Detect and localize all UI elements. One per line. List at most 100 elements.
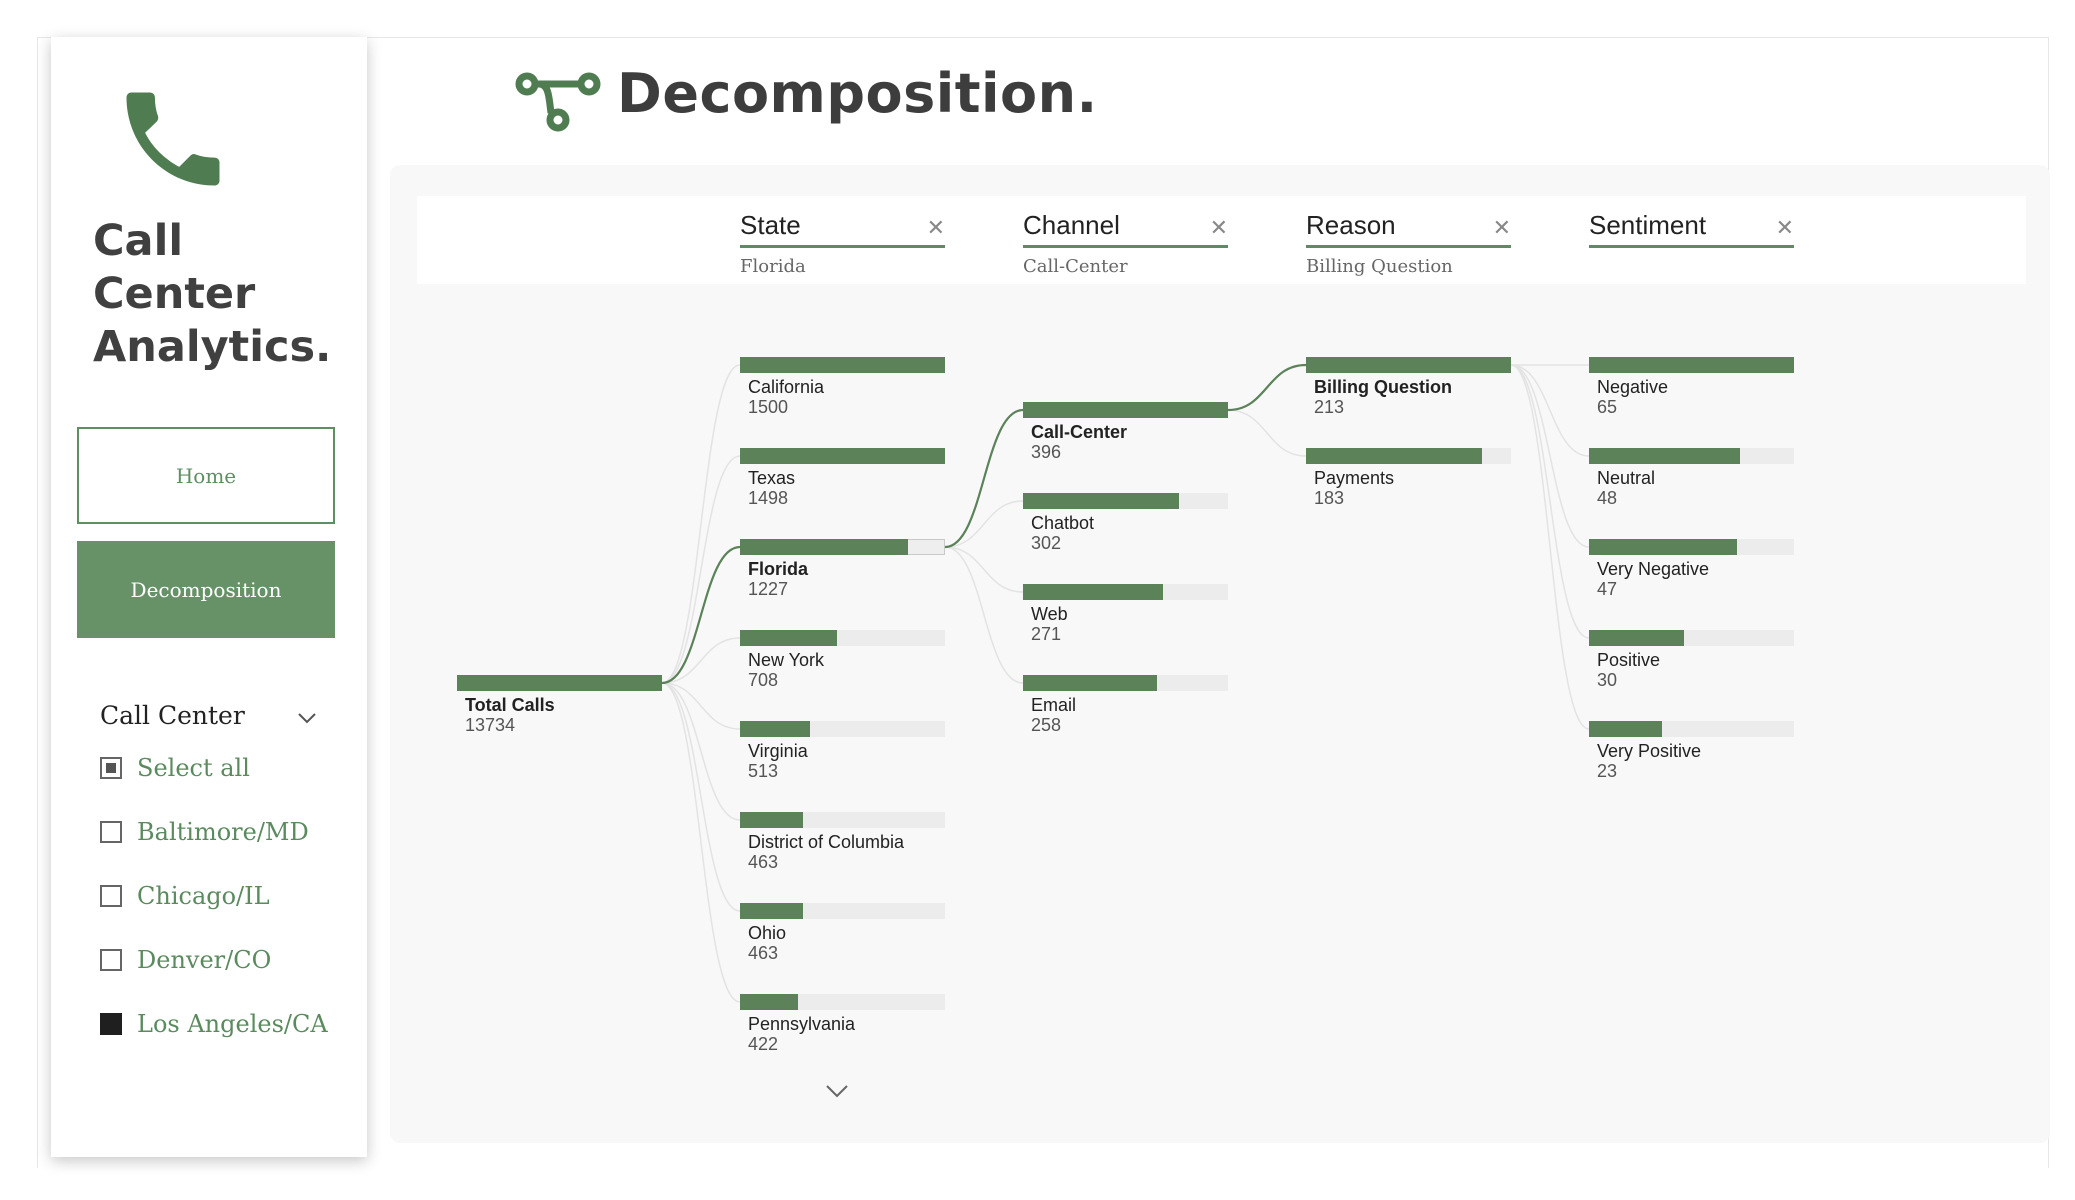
node-value: 48 bbox=[1597, 488, 1618, 508]
node-bar bbox=[1306, 357, 1511, 373]
checkbox[interactable] bbox=[100, 949, 122, 971]
node-label: District of Columbia bbox=[748, 832, 905, 852]
node-label: Billing Question bbox=[1314, 377, 1452, 397]
slicer-item-baltimore[interactable]: Baltimore/MD bbox=[100, 817, 309, 847]
node-value: 463 bbox=[748, 943, 779, 963]
page-title: Decomposition. bbox=[617, 62, 1098, 125]
node-bar-track bbox=[740, 539, 945, 555]
node-bar bbox=[740, 630, 837, 646]
node-value: 30 bbox=[1597, 670, 1618, 690]
node-bar-track bbox=[1306, 448, 1511, 464]
nav-home-button[interactable]: Home bbox=[77, 427, 335, 524]
chevron-down-icon[interactable] bbox=[825, 1083, 849, 1099]
slicer-item-los-angeles[interactable]: Los Angeles/CA bbox=[100, 1009, 328, 1039]
checkbox[interactable] bbox=[100, 1013, 122, 1035]
node-value: 183 bbox=[1314, 488, 1345, 508]
node-label: Payments bbox=[1314, 468, 1395, 488]
tree-connectors bbox=[661, 363, 1590, 1003]
node-bar bbox=[740, 357, 945, 373]
slicer-item-chicago[interactable]: Chicago/IL bbox=[100, 881, 270, 911]
node-bar-track bbox=[1589, 357, 1794, 373]
nav-decomposition-button[interactable]: Decomposition bbox=[77, 541, 335, 638]
node-bar-track bbox=[740, 812, 945, 828]
connector bbox=[1510, 364, 1590, 730]
node-bar bbox=[1023, 493, 1179, 509]
connector bbox=[661, 637, 741, 684]
level-header-sentiment: Sentiment ✕ bbox=[1589, 210, 1794, 256]
connector bbox=[1510, 364, 1590, 548]
node-label: Neutral bbox=[1597, 468, 1656, 488]
node-value: 302 bbox=[1031, 533, 1062, 553]
node-value: 1498 bbox=[748, 488, 789, 508]
node-bar bbox=[1023, 584, 1163, 600]
node-value: 271 bbox=[1031, 624, 1062, 644]
active-connector bbox=[944, 408, 1024, 549]
node-value: 513 bbox=[748, 761, 779, 781]
connector bbox=[661, 682, 741, 730]
node-bar bbox=[740, 994, 798, 1010]
close-icon[interactable]: ✕ bbox=[1209, 215, 1228, 240]
node-value: 258 bbox=[1031, 715, 1062, 735]
slicer-item-denver[interactable]: Denver/CO bbox=[100, 945, 271, 975]
node-label: Florida bbox=[748, 559, 809, 579]
close-icon[interactable]: ✕ bbox=[1775, 215, 1794, 240]
node-bar-track bbox=[1589, 721, 1794, 737]
node-bar bbox=[1023, 675, 1157, 691]
close-icon[interactable]: ✕ bbox=[1492, 215, 1511, 240]
level-header-bar bbox=[417, 196, 2026, 284]
app-title-line: Call bbox=[93, 216, 184, 266]
checkbox[interactable] bbox=[100, 757, 122, 779]
node-label: Ohio bbox=[748, 923, 787, 943]
level-header-reason: Reason ✕ Billing Question bbox=[1306, 210, 1511, 277]
node-value: 65 bbox=[1597, 397, 1618, 417]
node-bar-track bbox=[1306, 357, 1511, 373]
slicer-title: Call Center bbox=[100, 701, 245, 730]
checkbox[interactable] bbox=[100, 821, 122, 843]
connector bbox=[661, 455, 741, 684]
chevron-down-icon[interactable] bbox=[296, 707, 318, 729]
node-bar-track bbox=[1023, 584, 1228, 600]
active-connector bbox=[1227, 363, 1307, 412]
node-bar-track bbox=[1589, 448, 1794, 464]
slicer-item-label: Chicago/IL bbox=[137, 882, 270, 910]
node-label: Negative bbox=[1597, 377, 1669, 397]
node-bar bbox=[457, 675, 662, 691]
decomposition-tree-visual: State ✕ Florida Channel ✕ Call-Center Re… bbox=[390, 165, 2050, 1143]
node-label: Email bbox=[1031, 695, 1077, 715]
node-label: Very Negative bbox=[1597, 559, 1710, 579]
slicer-item-select-all[interactable]: Select all bbox=[100, 753, 250, 783]
node-value: 1227 bbox=[748, 579, 789, 599]
connector bbox=[661, 682, 741, 912]
node-bar-track bbox=[740, 721, 945, 737]
app-title: Call Center Analytics. bbox=[93, 215, 353, 374]
close-icon[interactable]: ✕ bbox=[926, 215, 945, 240]
checkbox[interactable] bbox=[100, 885, 122, 907]
node-bar bbox=[1589, 357, 1794, 373]
node-value: 708 bbox=[748, 670, 779, 690]
node-bar-track bbox=[740, 357, 945, 373]
node-bar-track bbox=[1589, 539, 1794, 555]
connector bbox=[661, 682, 741, 1003]
node-bar bbox=[1023, 402, 1228, 418]
node-bar bbox=[1306, 448, 1482, 464]
